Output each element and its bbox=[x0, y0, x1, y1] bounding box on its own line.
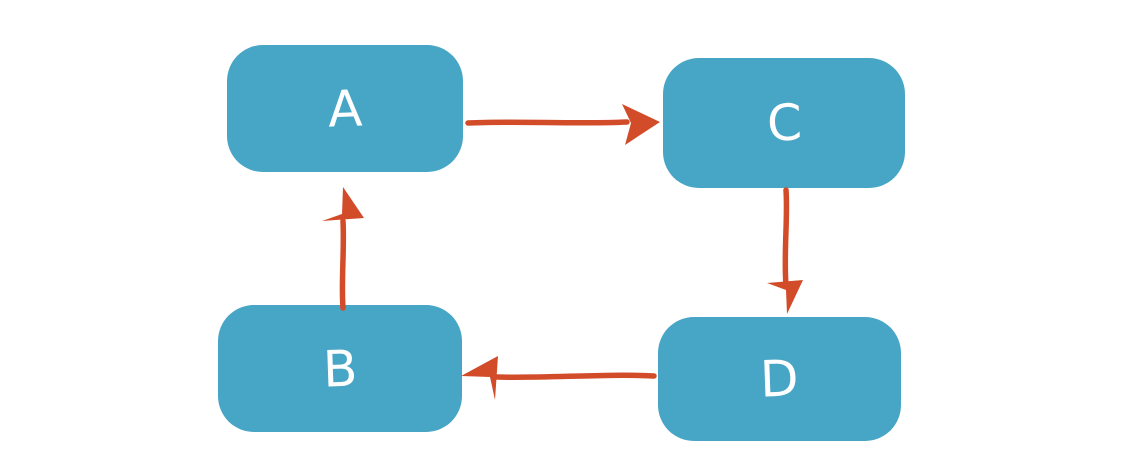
arrow-b-to-a bbox=[322, 187, 364, 311]
arrow-a-to-c bbox=[465, 104, 660, 145]
arrow-a-to-c-shaft bbox=[465, 119, 630, 126]
arrow-c-to-d-head bbox=[767, 280, 803, 314]
node-d-label: D bbox=[759, 349, 800, 409]
node-b: B bbox=[218, 305, 462, 432]
arrow-d-to-b bbox=[461, 356, 657, 400]
arrow-b-to-a-shaft bbox=[339, 218, 347, 311]
node-a-label: A bbox=[326, 78, 364, 139]
arrow-c-to-d bbox=[767, 187, 803, 314]
node-b-label: B bbox=[321, 338, 359, 399]
node-c: C bbox=[663, 58, 905, 188]
node-a: A bbox=[227, 45, 463, 172]
arrow-c-to-d-shaft bbox=[782, 187, 790, 289]
arrow-d-to-b-head bbox=[461, 356, 498, 400]
arrow-b-to-a-head bbox=[322, 187, 364, 221]
arrow-d-to-b-shaft bbox=[494, 372, 657, 381]
node-c-label: C bbox=[765, 93, 803, 153]
node-d: D bbox=[658, 317, 901, 441]
arrow-a-to-c-head bbox=[622, 104, 660, 145]
